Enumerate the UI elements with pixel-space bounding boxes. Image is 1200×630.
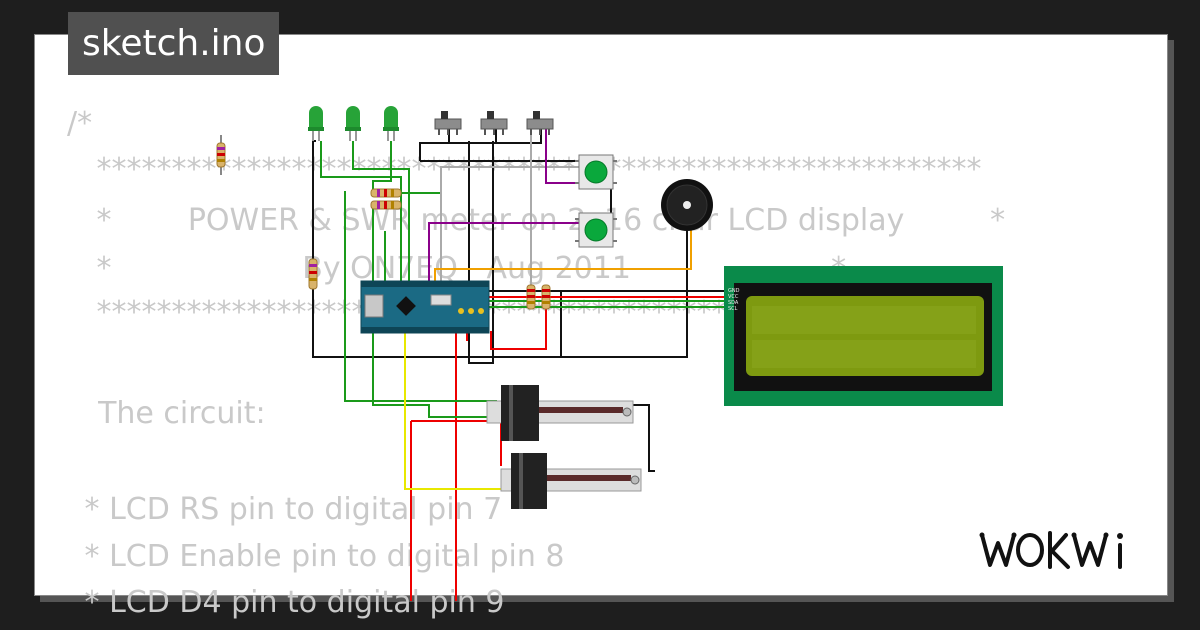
circuit-diagram: GND VCC SDA SCL: [216, 106, 1003, 601]
wire-black: [419, 129, 450, 161]
pushbutton: [575, 154, 617, 190]
code-line: * LCD D4 pin to digital pin 9: [75, 585, 505, 620]
wire-green: [320, 141, 402, 286]
lcd-pin-label: SCL: [728, 306, 738, 312]
slide-switch: [526, 111, 554, 135]
code-line: The circuit:: [79, 396, 266, 431]
wire-black: [631, 404, 655, 472]
led-icon: [383, 106, 399, 141]
arduino-nano: [360, 280, 490, 334]
code-line: /*: [67, 106, 93, 141]
code-line: * By ON7EQ Aug 2011 *: [87, 251, 847, 286]
code-line: ****************************************…: [87, 152, 982, 187]
slide-potentiometer: [500, 453, 642, 509]
pushbutton: [575, 212, 617, 248]
wire-green: [372, 141, 442, 286]
slide-switch: [434, 111, 462, 135]
wire-green: [372, 205, 497, 418]
lcd-pin-label: SDA: [728, 300, 739, 306]
buzzer-icon: [661, 179, 713, 231]
resistor: [216, 135, 226, 175]
wire-yellow: [404, 331, 505, 490]
code-line: * LCD Enable pin to digital pin 8: [75, 539, 565, 574]
resistor: [541, 284, 551, 310]
wire-purple: [428, 222, 579, 286]
slide-potentiometer: [486, 385, 634, 441]
file-name-badge: sketch.ino: [68, 12, 280, 75]
lcd-display: GND VCC SDA SCL: [724, 266, 1003, 406]
resistor: [370, 200, 402, 210]
wire-red: [490, 301, 547, 350]
led-icon: [308, 106, 324, 141]
wire-green: [344, 191, 497, 402]
lcd-pin-label: GND: [728, 288, 740, 294]
diagram-canvas[interactable]: /* *************************************…: [34, 34, 1168, 618]
wire-orange: [434, 227, 692, 286]
code-line: * LCD RS pin to digital pin 7: [75, 492, 503, 527]
wire-green: [352, 141, 410, 286]
resistor: [526, 284, 536, 310]
wire-black: [468, 141, 494, 364]
led-icon: [345, 106, 361, 141]
lcd-pin-label: VCC: [728, 294, 739, 300]
wokwi-logo: [979, 531, 1123, 569]
slide-switch: [480, 111, 508, 135]
resistor: [370, 188, 402, 198]
wire-purple: [545, 129, 579, 184]
resistor: [308, 258, 318, 290]
